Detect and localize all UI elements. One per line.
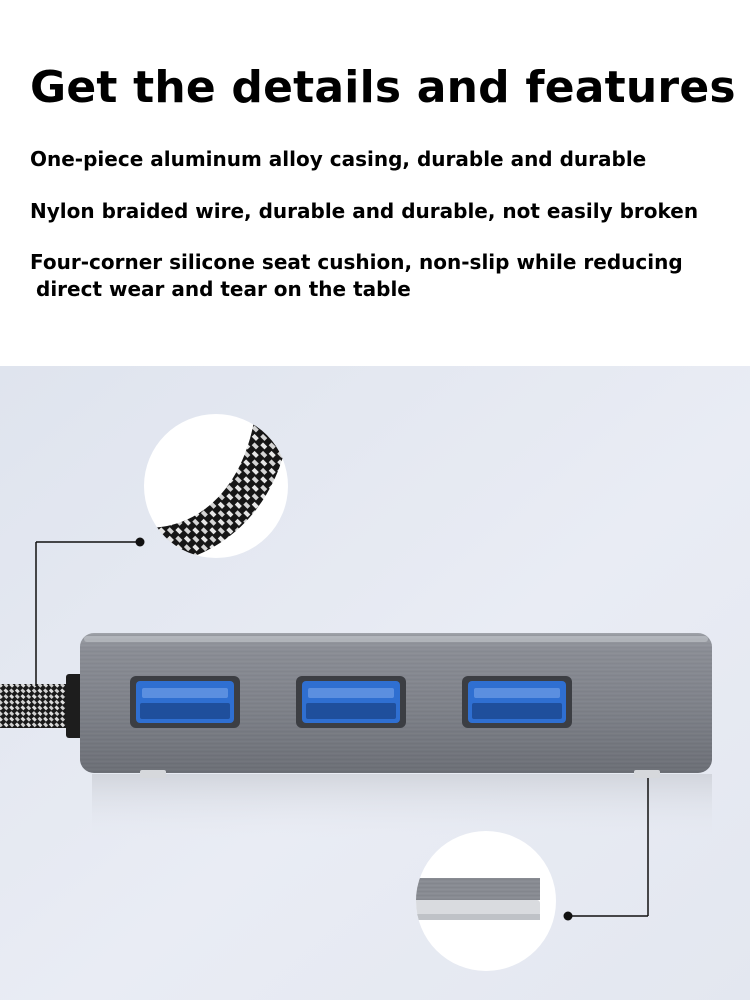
page-title: Get the details and features xyxy=(30,62,736,113)
usb-port-3 xyxy=(462,676,572,728)
feature-casing: One-piece aluminum alloy casing, durable… xyxy=(30,147,647,171)
feature-silicone-cushion-continued: direct wear and tear on the table xyxy=(36,277,411,301)
braided-cable xyxy=(0,674,84,738)
product-photo xyxy=(0,366,750,1000)
usb-port-2 xyxy=(296,676,406,728)
usb-hub xyxy=(80,633,712,778)
feature-silicone-cushion: Four-corner silicone seat cushion, non-s… xyxy=(30,250,683,274)
usb-port-1 xyxy=(130,676,240,728)
cable-detail-callout xyxy=(35,414,288,686)
cushion-detail-callout xyxy=(416,778,649,971)
feature-braided-wire: Nylon braided wire, durable and durable,… xyxy=(30,199,699,223)
